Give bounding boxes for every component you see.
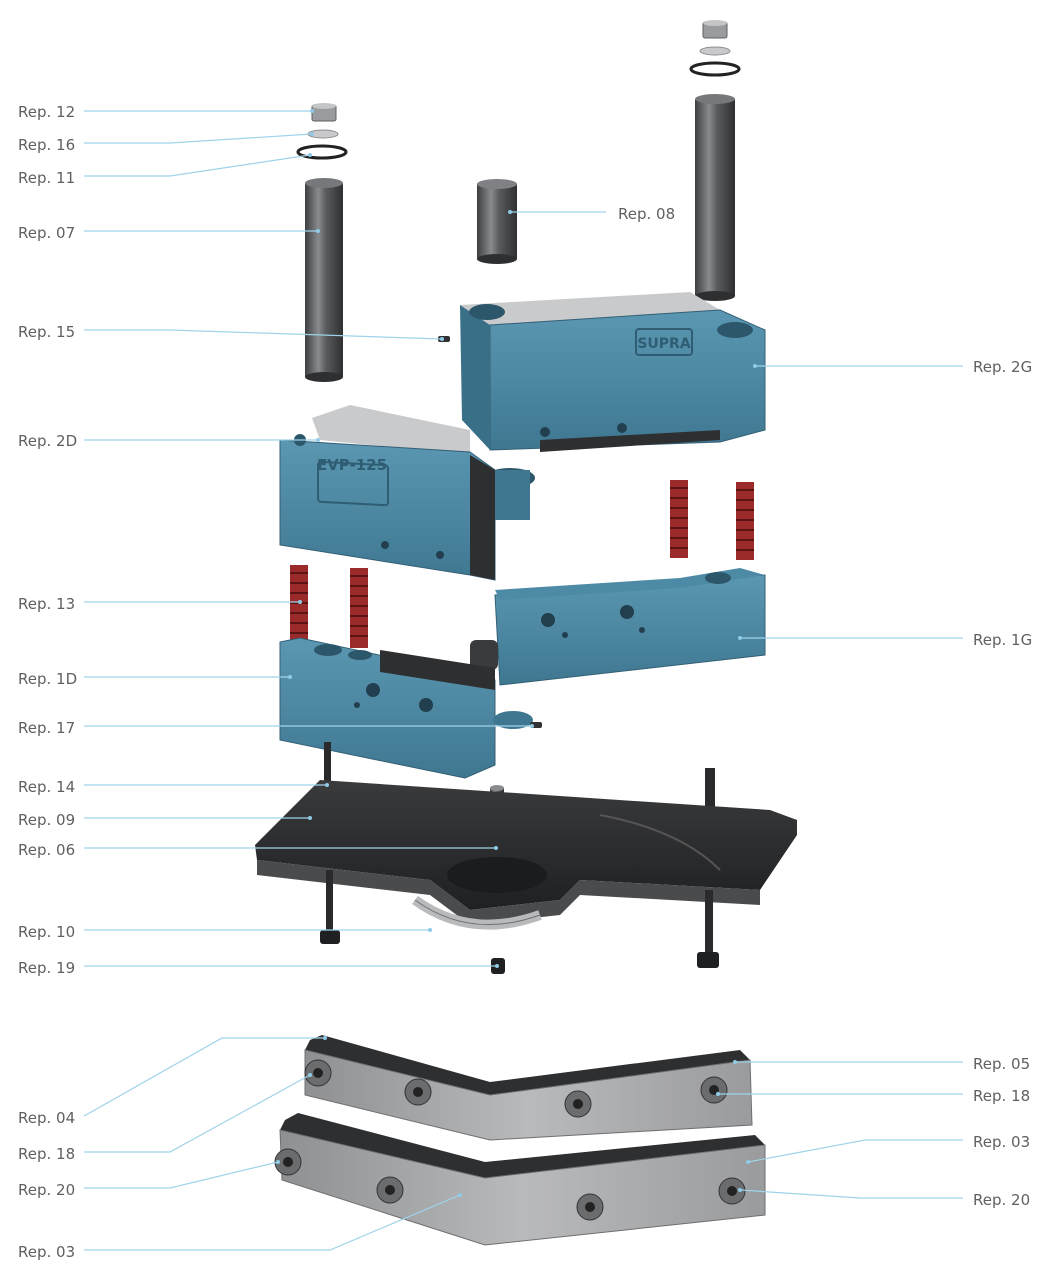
- label-rep19: Rep. 19: [18, 959, 75, 977]
- nut-left-icon: [311, 103, 337, 122]
- block-1d-icon: [279, 637, 542, 779]
- label-rep15: Rep. 15: [18, 323, 75, 341]
- cap-screw-icon: [304, 1059, 332, 1087]
- labels: Rep. 12 Rep. 16 Rep. 11 Rep. 07 Rep. 08 …: [18, 103, 1032, 1261]
- label-rep09: Rep. 09: [18, 811, 75, 829]
- label-rep11: Rep. 11: [18, 169, 75, 187]
- cap-screw-icon: [700, 1076, 728, 1104]
- spring-left-2-icon: [350, 568, 368, 648]
- label-rep18-right: Rep. 18: [973, 1087, 1030, 1105]
- spring-right-2-icon: [736, 482, 754, 560]
- label-rep20-left: Rep. 20: [18, 1181, 75, 1199]
- label-rep20-right: Rep. 20: [973, 1191, 1030, 1209]
- oring-left-icon: [296, 144, 348, 160]
- label-rep13: Rep. 13: [18, 595, 75, 613]
- spring-left-1-icon: [290, 565, 308, 645]
- cap-screw-icon: [718, 1177, 746, 1205]
- label-rep04: Rep. 04: [18, 1109, 75, 1127]
- label-rep1g: Rep. 1G: [973, 631, 1032, 649]
- screw-lower-right-icon: [697, 890, 719, 968]
- block-2d-icon: EVP-125: [279, 405, 535, 581]
- base-plate-icon: [255, 780, 797, 925]
- block-1g-icon: [470, 568, 766, 686]
- label-rep03-right: Rep. 03: [973, 1133, 1030, 1151]
- cap-screw-icon: [564, 1090, 592, 1118]
- label-rep17: Rep. 17: [18, 719, 75, 737]
- block-2g-icon: SUPRA: [460, 292, 766, 452]
- bushing-center-icon: [477, 179, 517, 264]
- label-rep06: Rep. 06: [18, 841, 75, 859]
- cap-screw-icon: [376, 1176, 404, 1204]
- washer-right-icon: [699, 46, 731, 56]
- engraving-2d: EVP-125: [317, 456, 387, 474]
- label-rep12: Rep. 12: [18, 103, 75, 121]
- knife-lower-icon: [274, 1113, 766, 1246]
- cap-screw-icon: [274, 1148, 302, 1176]
- oring-right-icon: [689, 61, 741, 77]
- guide-rod-left-icon: [305, 178, 343, 382]
- label-rep03-left: Rep. 03: [18, 1243, 75, 1261]
- spring-right-1-icon: [670, 480, 688, 558]
- label-rep16: Rep. 16: [18, 136, 75, 154]
- label-rep2g: Rep. 2G: [973, 358, 1032, 376]
- cap-screw-icon: [576, 1193, 604, 1221]
- knife-upper-icon: [304, 1035, 753, 1141]
- label-rep08: Rep. 08: [618, 205, 675, 223]
- leader-lines: [83, 109, 963, 1251]
- label-rep07: Rep. 07: [18, 224, 75, 242]
- cap-screw-icon: [404, 1078, 432, 1106]
- screw-lower-left-icon: [320, 870, 340, 944]
- parts-illustration: SUPRA EVP-125: [255, 20, 797, 1246]
- band-rep10-icon: [412, 895, 542, 930]
- guide-rod-right-icon: [695, 94, 735, 301]
- label-rep05: Rep. 05: [973, 1055, 1030, 1073]
- nut-right-icon: [702, 20, 728, 39]
- engraving-2g: SUPRA: [637, 336, 690, 352]
- label-rep10: Rep. 10: [18, 923, 75, 941]
- label-rep2d: Rep. 2D: [18, 432, 77, 450]
- label-rep14: Rep. 14: [18, 778, 75, 796]
- label-rep1d: Rep. 1D: [18, 670, 77, 688]
- label-rep18-left: Rep. 18: [18, 1145, 75, 1163]
